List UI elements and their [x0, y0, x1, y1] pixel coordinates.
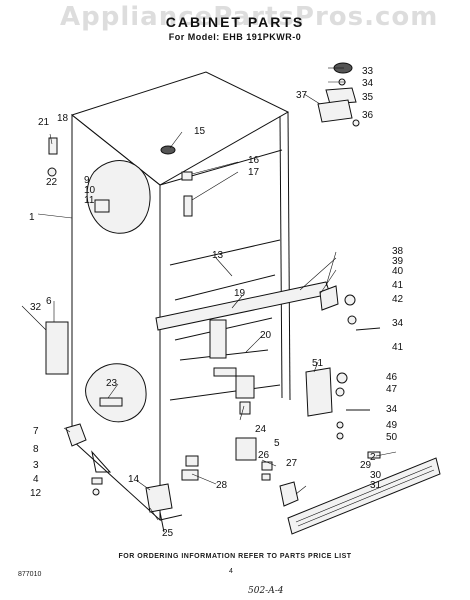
diagram-title: CABINET PARTS — [165, 14, 305, 30]
callout-label: 16 — [248, 155, 260, 166]
callout-label: 12 — [30, 488, 42, 499]
callout-label: 5 — [274, 438, 280, 449]
callout-label: 27 — [286, 458, 298, 469]
callout-label: 37 — [296, 90, 308, 101]
callout-label: 7 — [33, 426, 39, 437]
callout-label: 19 — [234, 288, 246, 299]
callout-label: 49 — [386, 420, 398, 431]
callout-label: 33 — [362, 66, 374, 77]
callout-label: 9 — [84, 175, 90, 186]
callout-label: 24 — [255, 424, 267, 435]
callout-label: 36 — [362, 110, 374, 121]
callout-label: 41 — [392, 342, 404, 353]
handwritten-signature: 502-A-4 — [248, 586, 284, 596]
drawing-code: 877010 — [18, 571, 42, 578]
callout-label: 47 — [386, 384, 398, 395]
callout-label: 46 — [386, 372, 398, 383]
callout-label: 40 — [392, 266, 404, 277]
callout-label: 22 — [46, 177, 58, 188]
callout-label: 6 — [46, 296, 52, 307]
callout-label: 28 — [216, 480, 228, 491]
callout-label: 34 — [392, 318, 404, 329]
side-blob-upper — [86, 160, 151, 234]
callout-label: 34 — [386, 404, 398, 415]
callout-label: 25 — [162, 528, 174, 539]
callout-label: 35 — [362, 92, 374, 103]
callout-label: 17 — [248, 167, 260, 178]
callout-label: 30 — [370, 470, 382, 481]
top-hinge-parts — [317, 62, 360, 127]
page-number: 4 — [229, 568, 233, 575]
leader-lines — [21, 67, 397, 521]
callout-label: 1 — [29, 212, 35, 223]
callout-label: 11 — [84, 195, 95, 206]
callout-label: 3 — [33, 460, 39, 471]
callout-label: 42 — [392, 294, 404, 305]
callout-label: 31 — [370, 480, 382, 491]
watermark-logo: AppliancePartsPros.com — [60, 2, 439, 32]
callout-label: 26 — [258, 450, 270, 461]
callout-label: 21 — [38, 117, 50, 128]
ordering-note: FOR ORDERING INFORMATION REFER TO PARTS … — [118, 553, 352, 560]
callout-label: 20 — [260, 330, 272, 341]
small-parts — [45, 137, 381, 533]
callout-label: 51 — [312, 358, 324, 369]
callout-label: 18 — [57, 113, 69, 124]
bottom-grille — [287, 457, 441, 535]
callout-labels: 1 2 3 4 5 6 7 8 9 10 11 12 13 14 15 16 1… — [29, 66, 404, 539]
callout-label: 15 — [194, 126, 206, 137]
callout-label: 23 — [106, 378, 118, 389]
callout-label: 41 — [392, 280, 404, 291]
model-subtitle: For Model: EHB 191PKWR-0 — [168, 32, 302, 42]
callout-label: 10 — [84, 185, 96, 196]
callout-label: 4 — [33, 474, 39, 485]
callout-label: 8 — [33, 444, 39, 455]
callout-label: 39 — [392, 256, 404, 267]
side-blob-lower — [85, 363, 147, 423]
callout-label: 50 — [386, 432, 398, 443]
callout-label: 38 — [392, 246, 404, 257]
callout-label: 14 — [128, 474, 140, 485]
callout-label: 13 — [212, 250, 224, 261]
callout-label: 34 — [362, 78, 374, 89]
callout-label: 32 — [30, 302, 42, 313]
callout-label: 2 — [370, 452, 376, 463]
callout-label: 29 — [360, 460, 372, 471]
